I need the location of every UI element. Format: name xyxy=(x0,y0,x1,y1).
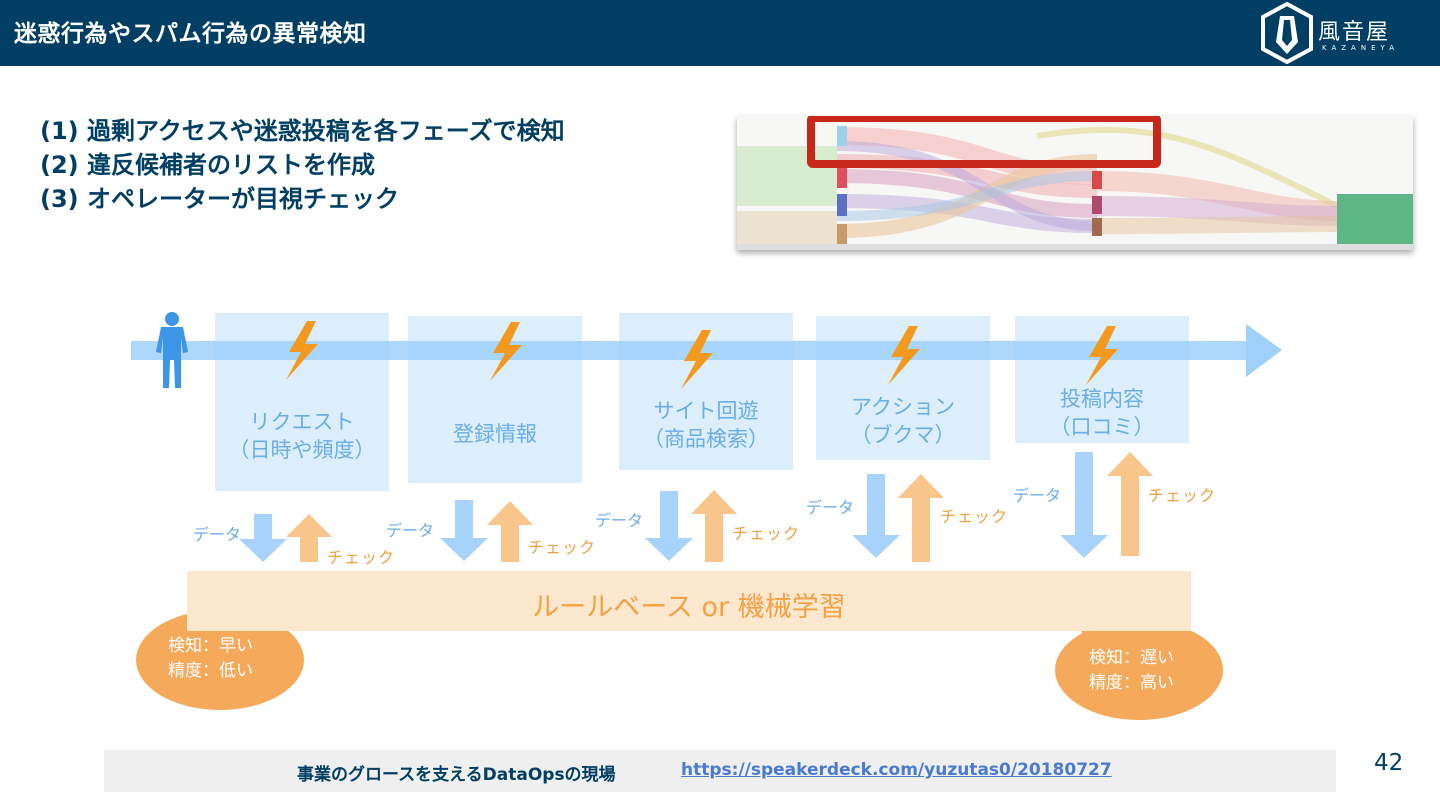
check-up-arrow xyxy=(1107,452,1153,556)
data-label: データ xyxy=(193,525,242,544)
point-item: (2) 違反候補者のリストを作成 xyxy=(40,151,375,179)
data-down-arrow xyxy=(440,500,488,561)
data-label: データ xyxy=(1013,486,1062,505)
rule-ml-label: ルールベース or 機械学習 xyxy=(532,592,846,623)
sankey-screenshot xyxy=(737,116,1413,250)
key-points-list: (1) 過剰アクセスや迷惑投稿を各フェーズで検知 (2) 違反候補者のリストを作… xyxy=(40,114,565,216)
lightning-icon xyxy=(888,326,920,385)
data-down-arrow xyxy=(239,514,287,562)
highlight-frame xyxy=(807,116,1161,168)
check-label: チェック xyxy=(940,507,1009,526)
page-number: 42 xyxy=(1374,750,1404,776)
sankey-diagram-image xyxy=(737,116,1413,250)
stage-label-registration: 登録情報 xyxy=(453,422,537,446)
check-label: チェック xyxy=(528,538,597,557)
point-item: (1) 過剰アクセスや迷惑投稿を各フェーズで検知 xyxy=(40,117,565,145)
check-up-arrow xyxy=(691,490,737,562)
data-down-arrow xyxy=(645,491,693,561)
lightning-icon xyxy=(681,330,713,389)
check-label: チェック xyxy=(327,548,396,567)
logo-hexagon-icon xyxy=(1261,2,1313,64)
stage-label-post: 投稿内容 （口コミ） xyxy=(1049,387,1155,439)
check-up-arrow xyxy=(286,514,332,562)
user-icon xyxy=(156,312,188,388)
logo-name: 風音屋 xyxy=(1318,20,1391,45)
bubble-right-line1: 検知：遅い xyxy=(1089,648,1174,668)
stage-label-request: リクエスト （日時や頻度） xyxy=(228,410,376,462)
bubble-right-text: 検知：遅い 精度：高い xyxy=(1089,646,1174,696)
data-label: データ xyxy=(595,511,644,530)
stage-label-browsing: サイト回遊 （商品検索） xyxy=(643,399,769,451)
footer-bar: 事業のグロースを支えるDataOpsの現場 https://speakerdec… xyxy=(104,750,1336,792)
data-label: データ xyxy=(386,521,435,540)
rule-ml-band: ルールベース or 機械学習 xyxy=(187,571,1191,631)
check-up-arrow xyxy=(898,474,944,562)
logo-subtitle: KAZANEYA xyxy=(1322,44,1400,52)
footer-source-link[interactable]: https://speakerdeck.com/yuzutas0/2018072… xyxy=(681,760,1112,780)
bubble-right-line2: 精度：高い xyxy=(1089,673,1174,693)
header-bar xyxy=(0,0,1440,66)
company-logo: 風音屋 KAZANEYA xyxy=(1256,2,1428,64)
lightning-icon xyxy=(1086,326,1118,385)
lightning-icon xyxy=(286,321,318,380)
stage-label-action: アクション （ブクマ） xyxy=(850,395,956,447)
footer-source-title: 事業のグロースを支えるDataOpsの現場 xyxy=(297,765,616,785)
data-down-arrow xyxy=(852,474,900,558)
bubble-left-text: 検知：早い 精度：低い xyxy=(168,634,253,684)
point-item: (3) オペレーターが目視チェック xyxy=(40,185,399,213)
lightning-icon xyxy=(490,322,522,381)
data-label: データ xyxy=(806,498,855,517)
check-up-arrow xyxy=(487,501,533,562)
bubble-left-line1: 検知：早い xyxy=(168,636,253,656)
check-label: チェック xyxy=(1148,486,1217,505)
bubble-left-line2: 精度：低い xyxy=(168,661,253,681)
data-down-arrow xyxy=(1060,452,1108,558)
slide-title: 迷惑行為やスパム行為の異常検知 xyxy=(14,21,367,47)
check-label: チェック xyxy=(732,524,801,543)
